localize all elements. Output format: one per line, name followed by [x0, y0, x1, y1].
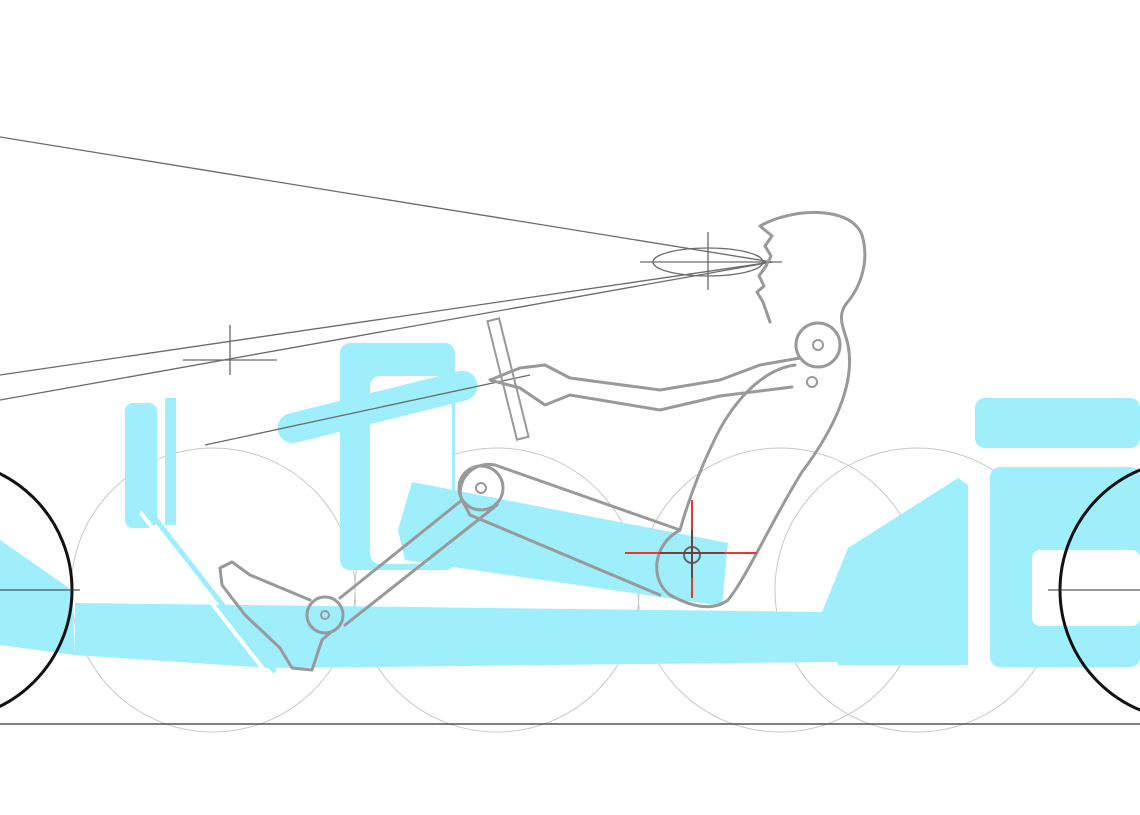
driver-figure — [218, 211, 867, 672]
seat-cushion — [398, 482, 728, 606]
rear-opening — [1032, 550, 1140, 626]
front-bulkhead — [125, 403, 157, 528]
driver-chest — [678, 363, 797, 532]
front-nose — [0, 540, 75, 655]
rear-floor — [990, 626, 1140, 644]
sight-line-upper — [0, 136, 773, 263]
rear-wing — [975, 398, 1140, 448]
shoulder-joint — [794, 321, 842, 369]
steering-column — [277, 370, 478, 444]
floor — [75, 603, 838, 668]
shoulder-pivot — [812, 339, 824, 351]
driver-foot — [218, 560, 332, 672]
driver-shin — [338, 498, 499, 627]
chassis — [0, 343, 1140, 677]
driver-arm — [488, 356, 802, 412]
steering-wheel — [486, 317, 530, 441]
knee-joint — [457, 464, 505, 512]
steering-axis-line — [204, 374, 531, 446]
driver-head — [755, 211, 867, 347]
sight-lines — [0, 136, 782, 446]
ankle-pivot — [320, 610, 330, 620]
rear-bulkhead — [822, 478, 968, 665]
sight-line-lowest — [0, 261, 773, 401]
sight-line-lower — [0, 261, 773, 376]
hip-point-crosshair — [625, 500, 757, 598]
pedal — [148, 510, 277, 674]
driver-back — [655, 343, 851, 608]
ankle-joint — [305, 595, 345, 635]
elbow-pivot — [806, 376, 818, 388]
knee-pivot — [475, 482, 487, 494]
bulkhead-bar — [165, 398, 176, 525]
pedal-line — [138, 510, 270, 677]
